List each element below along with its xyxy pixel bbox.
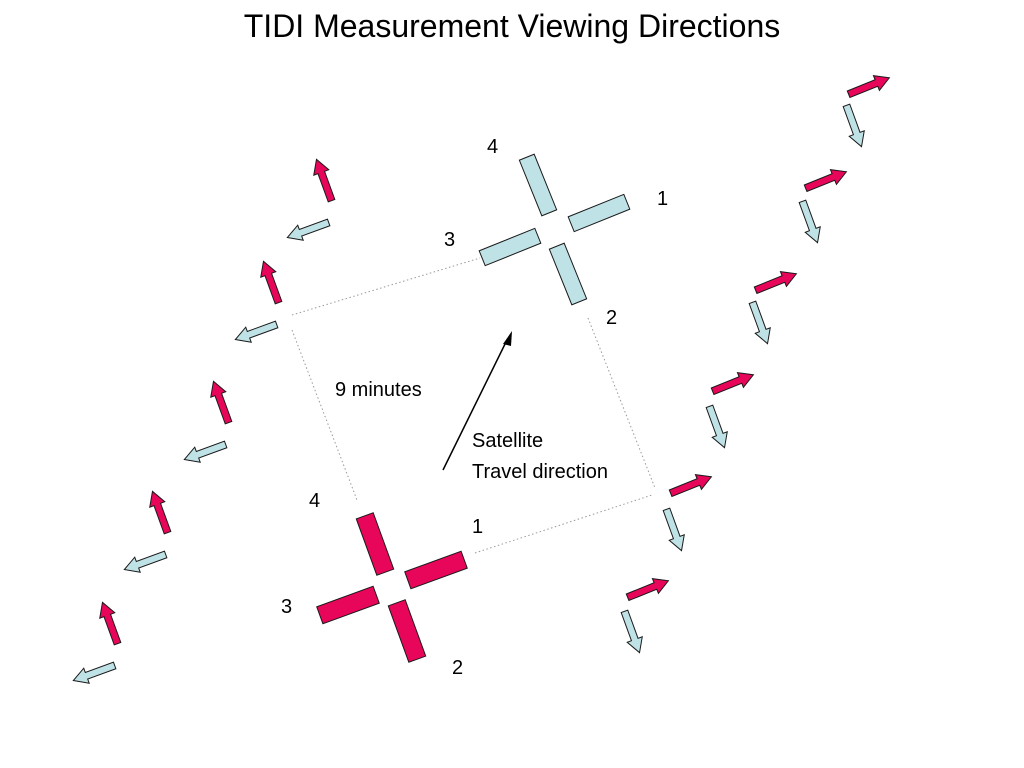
left-blue-arrow [121, 546, 169, 578]
bottom-label-1: 1 [472, 516, 483, 538]
right-arrow-column [616, 69, 893, 656]
satellite-label-line2: Travel direction [472, 461, 608, 483]
left-pink-arrow [205, 378, 237, 426]
right-pink-arrow [667, 468, 715, 502]
top-beam-4 [518, 153, 558, 217]
bottom-beam-4 [355, 512, 395, 576]
left-pink-arrow [255, 258, 287, 306]
right-pink-arrow [624, 572, 672, 606]
top-label-1: 1 [657, 188, 668, 210]
top-label-2: 2 [606, 307, 617, 329]
right-blue-arrow [701, 403, 733, 451]
satellite-label-line1: Satellite [472, 430, 543, 452]
left-pink-arrow [144, 488, 176, 536]
left-blue-arrow [284, 214, 332, 246]
right-blue-arrow [794, 198, 826, 246]
bottom-label-2: 2 [452, 657, 463, 679]
bottom-beam-2 [387, 599, 427, 663]
slide-title: TIDI Measurement Viewing Directions [243, 8, 781, 44]
top-label-3: 3 [444, 229, 455, 251]
right-pink-arrow [802, 163, 850, 197]
left-pink-arrow [94, 599, 126, 647]
right-blue-arrow [616, 608, 648, 656]
left-blue-arrow [181, 436, 229, 468]
right-pink-arrow [752, 265, 800, 299]
right-pink-arrow [709, 366, 757, 400]
minutes-label: 9 minutes [335, 379, 422, 401]
left-blue-arrow [70, 657, 118, 689]
bottom-label-4: 4 [309, 490, 320, 512]
bottom-cross [316, 512, 468, 663]
top-beam-2 [548, 242, 588, 306]
right-blue-arrow [658, 506, 690, 554]
bottom-beam-3 [316, 585, 380, 625]
left-pink-arrow [308, 156, 340, 204]
right-blue-arrow [838, 102, 870, 150]
bottom-beam-1 [404, 550, 468, 590]
left-blue-arrow [232, 316, 280, 348]
top-label-4: 4 [487, 136, 498, 158]
right-blue-arrow [744, 299, 776, 347]
bottom-label-3: 3 [281, 596, 292, 618]
left-arrow-column [70, 156, 340, 689]
right-pink-arrow [845, 69, 893, 103]
top-cross [478, 153, 631, 306]
top-beam-1 [567, 193, 631, 233]
satellite-direction-arrow [442, 331, 512, 471]
top-beam-3 [478, 227, 542, 267]
scan-track-outline [291, 257, 656, 554]
